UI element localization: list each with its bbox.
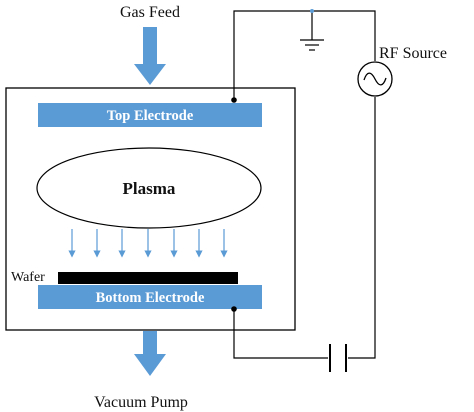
bottom-electrode-junction — [231, 306, 237, 312]
vacuum-pump-arrow — [134, 331, 166, 376]
ground-junction — [310, 9, 314, 13]
rf-source-label: RF Source — [379, 45, 447, 62]
plasma-label: Plasma — [123, 179, 176, 198]
capacitor-icon — [329, 344, 347, 372]
bottom-electrode — [38, 285, 262, 309]
vacuum-pump-label: Vacuum Pump — [94, 394, 188, 411]
right-wire — [348, 97, 376, 359]
wafer-label: Wafer — [11, 270, 45, 285]
bottom-wire — [233, 309, 328, 359]
bottom-electrode-label: Bottom Electrode — [96, 290, 205, 306]
top-electrode-junction — [231, 97, 237, 103]
rf-circuit — [233, 10, 376, 359]
gas-feed-arrow — [134, 27, 166, 85]
ion-flux-arrows — [68, 229, 228, 258]
wafer — [58, 272, 238, 284]
plasma — [36, 147, 262, 229]
top-electrode — [38, 103, 262, 127]
ground-symbol-icon — [300, 39, 324, 51]
top-wire — [233, 10, 376, 100]
chamber — [5, 87, 296, 331]
gas-feed-label: Gas Feed — [120, 4, 180, 21]
top-electrode-label: Top Electrode — [107, 108, 194, 124]
ac-source-icon — [357, 61, 393, 97]
